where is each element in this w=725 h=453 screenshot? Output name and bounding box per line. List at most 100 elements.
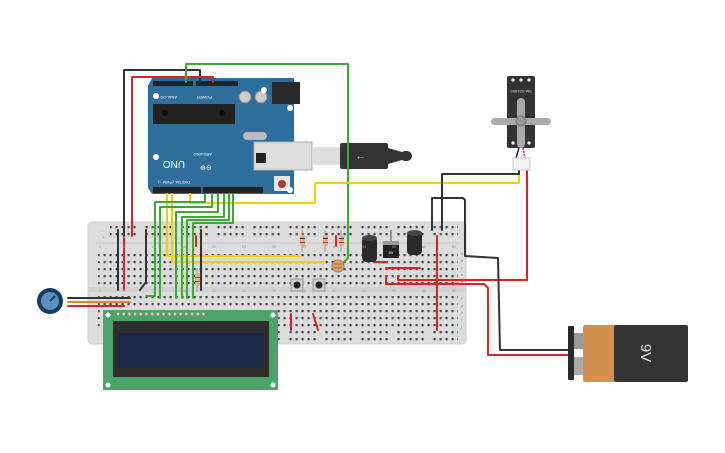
row-label: f [461,296,463,301]
wire-lcd-rs[interactable] [145,193,206,297]
column-number: 40 [332,244,337,249]
column-number: 15 [182,244,187,249]
column-number: 40 [332,288,337,293]
wire-5v[interactable] [131,76,214,237]
lcd-pin [195,312,200,316]
capacitor [238,90,252,104]
wire-lcd-e[interactable] [159,193,213,299]
lcd-16x2[interactable] [103,310,278,390]
wire-servo-gnd[interactable] [441,169,520,231]
lcd-pins [116,312,206,316]
voltage-regulator[interactable]: 5V [383,230,399,258]
row-label: j [460,324,462,329]
wire-lcd-gnd[interactable] [139,229,147,291]
arduino-logo: ⊕⊖ [200,165,212,172]
lcd-pin [190,312,194,316]
wire-lcd-d4[interactable] [175,193,219,299]
row-label: i [461,317,462,322]
column-number: 25 [242,244,247,249]
wire-lcd-d7[interactable] [192,193,234,299]
analog-label: ANALOG IN [155,95,177,100]
lcd-pin [116,312,120,316]
resistor[interactable] [195,268,200,292]
resistors [195,230,344,292]
capacitor-2[interactable] [407,230,422,255]
resistor[interactable] [300,230,305,252]
wires [67,63,573,356]
column-number: 20 [212,288,217,293]
photoresistor[interactable] [331,259,345,273]
lcd-pin [156,312,160,316]
servo-horn[interactable] [491,98,551,148]
rail-label-plus: + [102,235,105,240]
power-jack [272,82,300,104]
row-label: c [461,265,463,270]
lcd-pin [144,312,149,316]
column-number: 1 [99,244,102,249]
lcd-pin [167,312,172,316]
power-header [196,81,238,86]
resistor[interactable] [323,230,328,252]
wire-button-2[interactable] [171,193,326,263]
column-numbers: 1155101015152020252530303535404045455050… [99,244,457,293]
digital-label: DIGITAL (PWM ~) [157,180,190,185]
arduino-uno[interactable]: UNO ARDUINO ⊕⊖ DIGITAL (PWM ~) ANALOG IN… [148,78,313,194]
lcd-pin [178,312,183,316]
top-power-rail [110,226,458,240]
column-number: 45 [362,244,367,249]
column-number: 45 [362,288,367,293]
wire-lcd-d6[interactable] [186,193,230,299]
lcd-screen [118,333,264,368]
capacitor [254,90,268,104]
row-label: h [461,310,463,315]
wire-button-rail-2[interactable] [312,313,319,331]
column-number: 5 [123,244,126,249]
column-number: 10 [152,244,157,249]
regulator-label: 5V [389,250,394,255]
wire-servo-power[interactable] [397,169,528,281]
power-label: POWER [197,95,212,100]
column-number: 60 [452,244,457,249]
column-number: 60 [452,288,457,293]
microcontroller-chip [153,104,235,124]
wire-battery-positive[interactable] [385,275,573,356]
lcd-pin [184,312,189,316]
row-label: e [461,279,464,284]
column-number: 50 [392,244,397,249]
wire-battery-negative[interactable] [431,197,573,351]
pushbutton-1[interactable] [290,278,304,292]
column-number: 35 [302,244,307,249]
analog-header [153,81,193,86]
uno-label: UNO [163,158,185,169]
battery-9v[interactable]: 9V [568,325,688,382]
pot-knob-indicator [49,295,56,302]
wire-button-1[interactable] [166,193,301,257]
lcd-pin [173,312,177,316]
column-number: 25 [242,288,247,293]
lcd-pin [127,312,132,316]
usb-cable[interactable]: ⭠ [312,143,412,169]
wire-lcd-d5[interactable] [181,193,225,299]
arduino-brand-label: ARDUINO [194,152,212,157]
lcd-pin [161,312,166,316]
crystal [243,132,267,140]
rail-label-minus: - [102,228,104,233]
row-label: b [461,258,464,263]
digital-header-high [153,187,201,193]
wire-a0[interactable] [185,63,349,265]
servo-connector [512,157,531,171]
column-number: 50 [392,288,397,293]
row-label: a [461,251,464,256]
potentiometer[interactable] [37,288,63,314]
column-number: 55 [422,244,427,249]
lcd-pin [150,312,154,316]
capacitor-1[interactable] [362,235,377,262]
row-label: d [461,272,463,277]
resistor[interactable] [339,230,344,252]
row-label: g [461,303,463,308]
servo-motor[interactable]: SM-S2180S [491,76,551,171]
pushbutton-2[interactable] [312,278,326,292]
battery-label: 9V [637,344,654,362]
